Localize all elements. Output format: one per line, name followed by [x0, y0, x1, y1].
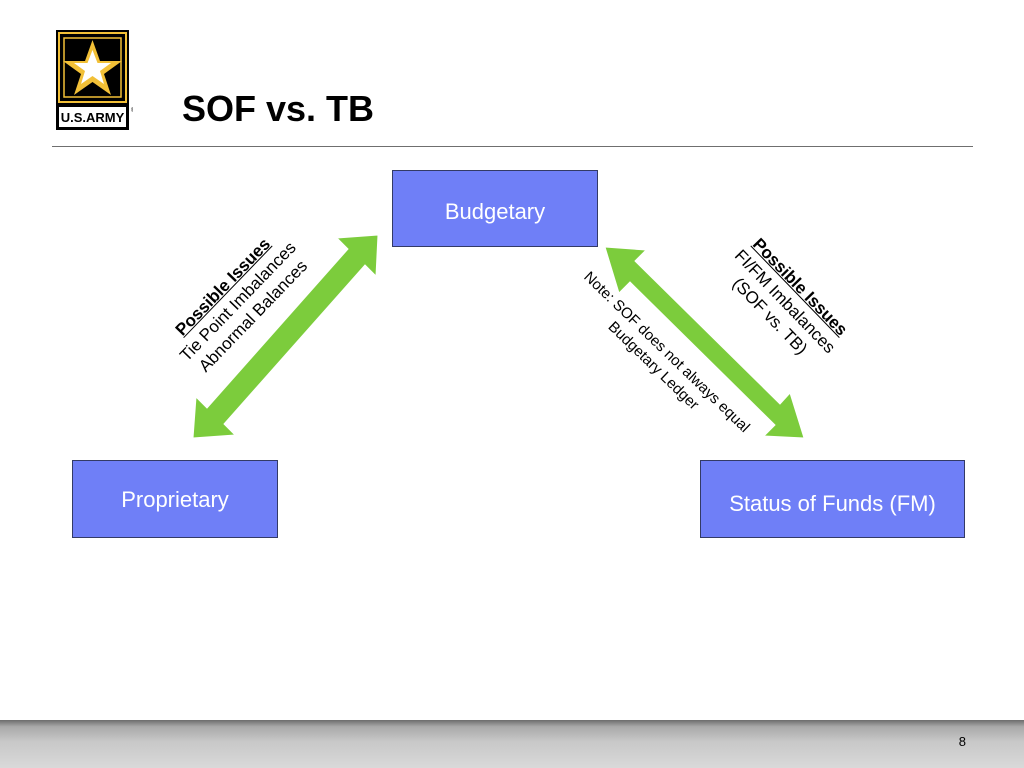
- double-arrow-left: [192, 234, 379, 439]
- double-arrow-right: [604, 246, 805, 439]
- page-number: 8: [958, 734, 966, 749]
- proprietary-box: Proprietary: [72, 460, 278, 538]
- footer-bar: [0, 720, 1024, 768]
- budgetary-label: Budgetary: [444, 199, 546, 224]
- page-title: SOF vs. TB: [182, 88, 375, 129]
- proprietary-label: Proprietary: [121, 487, 229, 512]
- budgetary-box: Budgetary: [392, 170, 598, 247]
- logo-wordmark: U.S.ARMY: [61, 110, 125, 125]
- status-of-funds-label: Status of Funds (FM): [729, 491, 936, 516]
- us-army-logo: U.S.ARMY ®: [56, 30, 133, 130]
- title-divider: [52, 146, 973, 147]
- status-of-funds-box: Status of Funds (FM): [700, 460, 965, 538]
- svg-text:®: ®: [131, 107, 133, 114]
- diagram-arrows: [192, 234, 805, 439]
